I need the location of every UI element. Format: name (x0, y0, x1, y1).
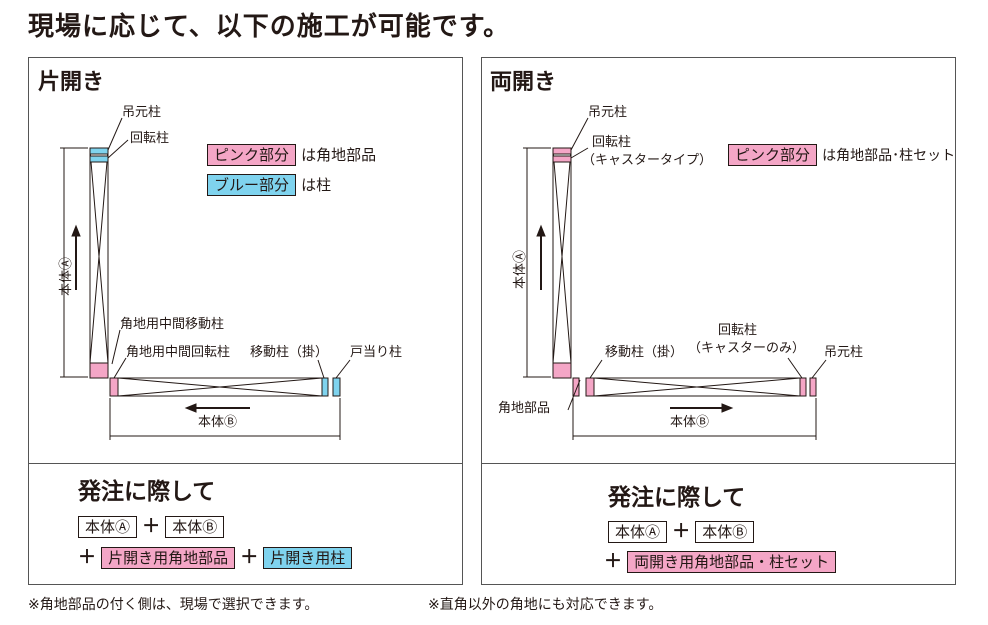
right-order-row1: 本体Ⓐ ＋ 本体Ⓑ (608, 517, 755, 543)
left-order-row2: ＋ 片開き用角地部品 ＋ 片開き用柱 (78, 543, 353, 569)
note-non-right-angle: ※直角以外の角地にも対応できます。 (428, 597, 663, 613)
left-order-corner-part: 片開き用角地部品 (101, 547, 236, 569)
left-legend-blue: ブルー部分 は柱 (207, 174, 331, 196)
left-rotating-post (89, 155, 109, 163)
blue-legend-box: ブルー部分 (207, 174, 297, 196)
left-top-post (89, 147, 109, 155)
right-body-a-label: 本体Ⓐ (513, 249, 528, 289)
pink-legend-text: は角地部品･柱セット (822, 148, 956, 164)
pink-legend-box: ピンク部分 (728, 144, 818, 166)
left-top-post-label: 吊元柱 (122, 105, 162, 120)
left-corner-rotating-post (109, 377, 119, 397)
right-order-body-a: 本体Ⓐ (608, 521, 668, 543)
right-rotating-post2 (799, 377, 807, 397)
right-corner-part-label: 角地部品 (498, 401, 551, 416)
double-swing-title: 両開き (490, 70, 557, 95)
right-top-post2 (809, 377, 817, 397)
panel-divider (29, 463, 462, 464)
left-corner-moving-post-label: 角地用中間移動柱 (120, 317, 225, 332)
note-corner-side: ※角地部品の付く側は、現場で選択できます。 (28, 597, 319, 613)
right-order-corner-set: 両開き用角地部品・柱セット (627, 551, 837, 573)
left-order-body-b: 本体Ⓑ (165, 516, 225, 538)
panel-divider (482, 463, 955, 464)
right-order-body-b: 本体Ⓑ (695, 521, 755, 543)
plus-sign: ＋ (604, 551, 622, 572)
left-order-post: 片開き用柱 (263, 547, 353, 569)
left-order-body-a: 本体Ⓐ (78, 516, 138, 538)
left-stop-post-label: 戸当り柱 (350, 345, 403, 360)
left-stop-post (332, 377, 341, 397)
plus-sign: ＋ (78, 547, 96, 568)
right-legend-pink: ピンク部分 は角地部品･柱セット (728, 144, 955, 166)
blue-legend-text: は柱 (301, 176, 332, 194)
left-legend-pink: ピンク部分 は角地部品 (207, 144, 376, 166)
left-moving-post (321, 377, 329, 397)
pink-legend-text: は角地部品 (301, 146, 377, 164)
right-body-b-label: 本体Ⓑ (670, 415, 710, 430)
double-swing-panel (481, 57, 956, 585)
left-body-b-label: 本体Ⓑ (198, 415, 238, 430)
pink-legend-box: ピンク部分 (207, 144, 297, 166)
left-corner-rotating-post-label: 角地用中間回転柱 (126, 345, 231, 360)
single-swing-title: 片開き (38, 70, 105, 95)
left-order-row1: 本体Ⓐ ＋ 本体Ⓑ (78, 512, 225, 538)
left-rotating-post-label: 回転柱 (130, 131, 170, 146)
plus-sign: ＋ (142, 516, 161, 537)
left-moving-post-label: 移動柱（掛） (250, 345, 329, 360)
right-rotating-post-label: 回転柱 (592, 135, 632, 150)
right-caster-type-label: （キャスタータイプ） (582, 153, 713, 168)
plus-sign: ＋ (240, 547, 259, 568)
right-corner-part (552, 362, 572, 379)
right-order-title: 発注に際して (608, 485, 746, 511)
left-body-a-label: 本体Ⓐ (59, 256, 74, 296)
plus-sign: ＋ (672, 521, 691, 542)
right-rotating-post2-label: 回転柱 (718, 323, 758, 338)
right-top-post-label: 吊元柱 (588, 105, 628, 120)
left-order-title: 発注に際して (78, 479, 216, 505)
right-top-post (552, 147, 572, 155)
right-moving-post-label: 移動柱（掛） (605, 345, 684, 360)
right-rotating-post (552, 155, 572, 163)
page-heading: 現場に応じて、以下の施工が可能です。 (28, 12, 511, 42)
right-top-post2-label: 吊元柱 (824, 345, 864, 360)
single-swing-panel (28, 57, 463, 585)
right-order-row2: ＋ 両開き用角地部品・柱セット (604, 547, 837, 573)
right-caster-only-label: （キャスターのみ） (688, 341, 806, 356)
left-corner-part (89, 362, 109, 379)
